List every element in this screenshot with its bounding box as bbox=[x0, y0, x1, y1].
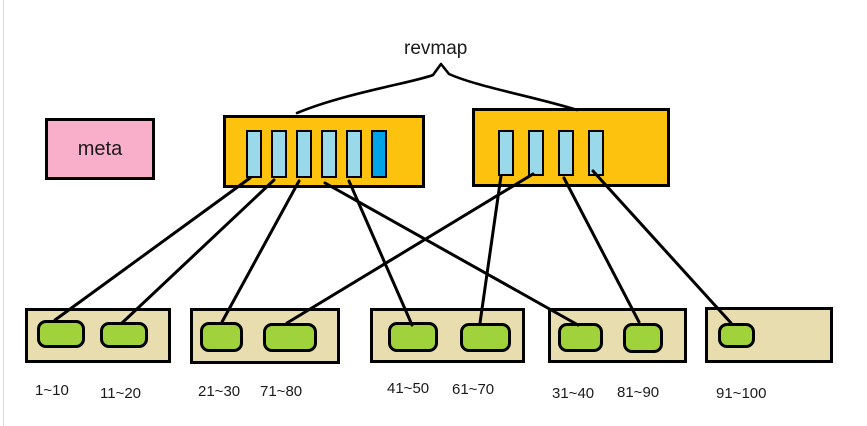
edge-revmap-page-1-slot-1-to-leaf-1-10 bbox=[53, 176, 252, 322]
range-label-31-40: 31~40 bbox=[552, 385, 595, 402]
meta-box-label: meta bbox=[77, 137, 123, 160]
range-label-41-50: 41~50 bbox=[387, 380, 430, 397]
edge-revmap-page-1-slot-3-to-leaf-21-30 bbox=[220, 179, 301, 324]
revmap-page-1-slot-6 bbox=[371, 130, 387, 178]
leaf-page-31-40 bbox=[558, 323, 603, 352]
range-label-61-70: 61~70 bbox=[452, 381, 495, 398]
revmap-page-1-slot-5 bbox=[346, 130, 362, 178]
leaf-page-1-10 bbox=[37, 320, 85, 348]
range-label-81-90: 81~90 bbox=[617, 384, 660, 401]
leaf-page-41-50 bbox=[388, 322, 438, 352]
leaf-page-61-70 bbox=[460, 323, 511, 352]
range-label-91-100: 91~100 bbox=[716, 385, 767, 402]
revmap-page-1-slot-3 bbox=[296, 130, 312, 178]
edge-revmap-page-2-slot-1-to-leaf-61-70 bbox=[478, 174, 503, 325]
leaf-group-2 bbox=[190, 308, 340, 364]
revmap-page-2 bbox=[472, 108, 670, 187]
revmap-title: revmap bbox=[404, 38, 468, 59]
meta-box: meta bbox=[45, 118, 155, 180]
revmap-page-1 bbox=[223, 115, 425, 188]
leaf-group-1 bbox=[25, 308, 171, 363]
leaf-page-91-100 bbox=[718, 323, 755, 348]
range-label-1-10: 1~10 bbox=[35, 382, 69, 399]
range-label-71-80: 71~80 bbox=[260, 383, 303, 400]
edge-revmap-page-1-slot-2-to-leaf-11-20 bbox=[120, 178, 276, 325]
leaf-page-11-20 bbox=[100, 322, 148, 348]
leaf-group-5 bbox=[705, 307, 833, 363]
revmap-page-2-slot-4 bbox=[588, 130, 604, 176]
revmap-page-1-slot-2 bbox=[271, 130, 287, 178]
edge-revmap-page-1-slot-5-to-leaf-41-50 bbox=[347, 179, 414, 327]
range-label-21-30: 21~30 bbox=[198, 383, 241, 400]
range-label-11-20: 11~20 bbox=[100, 385, 142, 402]
edge-revmap-page-2-slot-3-to-leaf-81-90 bbox=[562, 176, 641, 324]
leaf-group-4 bbox=[548, 308, 687, 363]
revmap-brace-connector bbox=[295, 62, 579, 115]
revmap-page-1-slot-4 bbox=[321, 130, 337, 178]
window-left-edge bbox=[3, 0, 4, 426]
leaf-group-3 bbox=[370, 308, 525, 363]
edge-revmap-page-1-slot-4-to-leaf-31-40 bbox=[323, 181, 580, 327]
leaf-page-21-30 bbox=[200, 322, 243, 352]
edge-revmap-page-2-slot-4-to-leaf-91-100 bbox=[591, 169, 733, 325]
revmap-page-2-slot-1 bbox=[498, 130, 514, 176]
leaf-page-71-80 bbox=[263, 323, 317, 352]
revmap-page-2-slot-3 bbox=[558, 130, 574, 176]
edge-revmap-page-2-slot-2-to-leaf-71-80 bbox=[285, 172, 535, 325]
revmap-page-1-slot-1 bbox=[246, 130, 262, 178]
revmap-page-2-slot-2 bbox=[528, 130, 544, 176]
leaf-page-81-90 bbox=[623, 323, 663, 353]
